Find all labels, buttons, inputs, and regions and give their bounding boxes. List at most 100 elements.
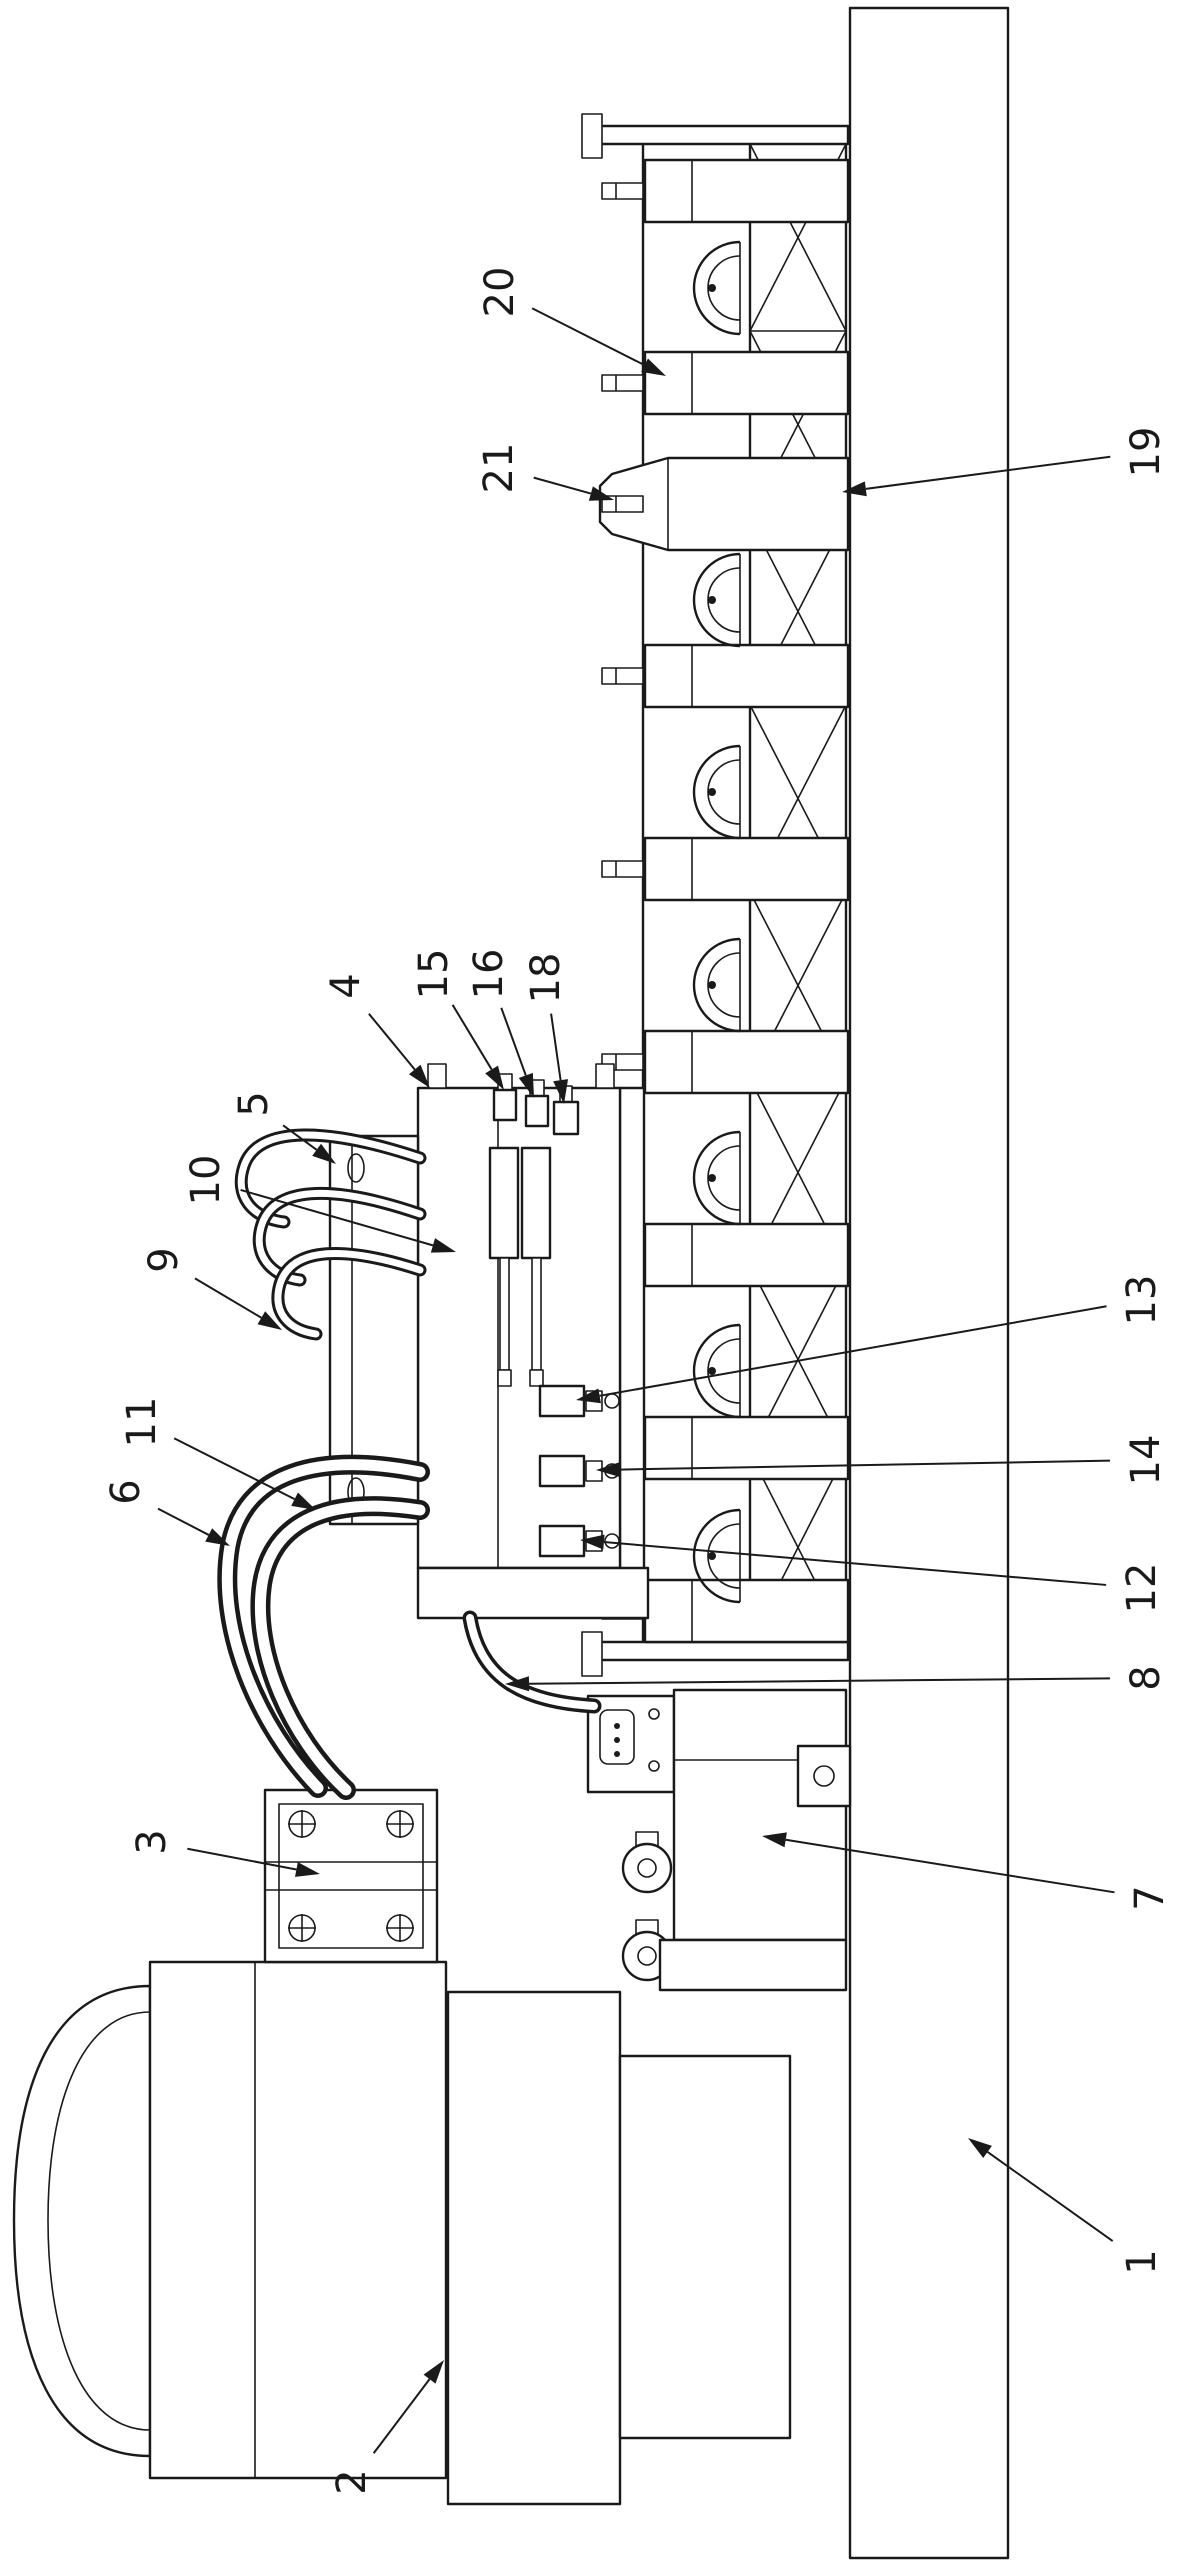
ref-label-5: 5 [231, 1091, 336, 1164]
roller [643, 1415, 850, 1481]
leader-line [865, 455, 1111, 490]
leader-line [603, 1541, 1107, 1586]
ref-label-16: 16 [466, 949, 534, 1098]
cradle [692, 937, 741, 1033]
leader-arrowhead [408, 1064, 430, 1088]
ref-label-20: 20 [477, 267, 666, 376]
ref-label-12: 12 [580, 1534, 1165, 1614]
leader-line [599, 1305, 1107, 1397]
ref-number: 4 [323, 973, 369, 998]
bolt [288, 1810, 316, 1838]
roller [643, 836, 850, 902]
ref-label-10: 10 [183, 1155, 456, 1253]
ref-label-3: 3 [129, 1829, 320, 1877]
ref-number: 8 [1123, 1665, 1169, 1690]
ref-label-9: 9 [141, 1247, 282, 1330]
leader-arrowhead [968, 2138, 992, 2159]
leader-arrowhead [518, 1072, 534, 1098]
leader-arrowhead [505, 1676, 530, 1692]
base-plate [848, 6, 1010, 2560]
roller [643, 1578, 850, 1644]
cradle [692, 1130, 741, 1226]
pilot-hoses [234, 1128, 427, 1341]
leader-line [240, 1189, 434, 1247]
stud-bolt [601, 182, 644, 200]
stud-bolt [601, 860, 644, 878]
leader-line [368, 1013, 416, 1071]
roller [643, 158, 850, 224]
ref-number: 3 [129, 1829, 175, 1854]
leader-arrowhead [580, 1534, 605, 1550]
assembly-bed [416, 1566, 650, 1620]
injector-16 [520, 1079, 552, 1387]
ref-label-8: 8 [505, 1665, 1169, 1692]
motor [12, 1960, 448, 2480]
valve-unit-14 [538, 1454, 620, 1488]
leader-arrowhead [485, 1065, 504, 1090]
ref-label-13: 13 [576, 1275, 1165, 1404]
ref-number: 2 [329, 2469, 375, 2494]
ref-number: 15 [411, 949, 457, 1000]
bolt [386, 1914, 414, 1942]
ref-number: 9 [141, 1247, 187, 1272]
top-frame-cap [581, 113, 850, 159]
injector-15 [488, 1073, 520, 1387]
leader-arrowhead [576, 1388, 601, 1404]
bolt [386, 1810, 414, 1838]
leader-arrowhead [588, 486, 614, 501]
ref-label-15: 15 [411, 949, 504, 1090]
leader-arrowhead [205, 1528, 230, 1546]
leader-line [785, 1838, 1115, 1894]
ref-number: 14 [1123, 1435, 1169, 1486]
leader-arrowhead [641, 358, 666, 376]
ref-label-7: 7 [762, 1832, 1173, 1911]
leader-arrowhead [423, 2360, 444, 2384]
leader-line [187, 1847, 297, 1871]
cradle [692, 552, 741, 648]
conveying-cylinder [598, 456, 850, 552]
leader-arrowhead [553, 1079, 569, 1104]
leader-line [500, 1007, 527, 1076]
leader-line [194, 1277, 262, 1319]
leader-arrowhead [596, 1462, 621, 1478]
cradle [692, 744, 741, 840]
leader-arrowhead [842, 481, 867, 497]
bolt [288, 1914, 316, 1942]
ref-number: 20 [477, 267, 523, 318]
leader-line [372, 2378, 431, 2454]
ref-label-21: 21 [476, 443, 614, 501]
leader-line [157, 1507, 210, 1536]
cradle [692, 1508, 741, 1604]
motor-body [148, 1960, 448, 2480]
support-block-left [446, 1990, 622, 2506]
leader-arrowhead [430, 1238, 456, 1253]
ref-number: 13 [1119, 1275, 1165, 1326]
leader-line [528, 1677, 1111, 1685]
leader-line [533, 476, 592, 495]
leader-line [282, 1124, 318, 1151]
leader-arrowhead [312, 1143, 336, 1164]
injection-assembly [328, 1063, 650, 1620]
leader-line [173, 1437, 296, 1501]
ref-number: 5 [231, 1091, 277, 1116]
leader-line [550, 1013, 562, 1081]
cradle [692, 240, 741, 336]
coupling-block [263, 1788, 439, 1964]
ref-number: 11 [119, 1397, 165, 1448]
ref-number: 18 [523, 953, 569, 1004]
stud-bolt [601, 374, 644, 392]
ref-number: 16 [466, 949, 512, 1000]
mount-bracket [796, 1744, 852, 1808]
ref-number: 12 [1119, 1563, 1165, 1614]
ref-number: 19 [1123, 427, 1169, 478]
pump-unit [586, 1688, 852, 1992]
ref-label-6: 6 [103, 1479, 230, 1546]
stud-bolt [601, 667, 644, 685]
motor-end-cap [12, 1984, 152, 2458]
leader-line [619, 1459, 1111, 1471]
ref-number: 7 [1127, 1885, 1173, 1910]
leader-line [451, 1004, 493, 1070]
